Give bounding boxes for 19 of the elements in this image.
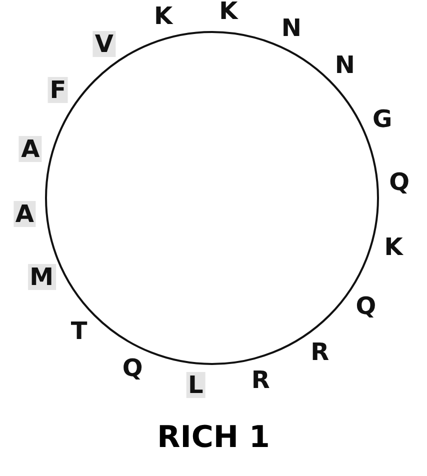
residue-letter: N bbox=[280, 14, 302, 41]
residue-letter: A bbox=[19, 136, 42, 162]
residue-letter: Q bbox=[121, 355, 144, 382]
residue-letter: V bbox=[92, 30, 116, 57]
diagram-title: RICH 1 bbox=[157, 420, 270, 455]
residue-letter: K bbox=[383, 234, 404, 260]
residue-letter: A bbox=[13, 201, 36, 228]
residue-letter: N bbox=[334, 52, 356, 78]
residue-letter: T bbox=[70, 318, 88, 344]
residue-letter: K bbox=[153, 3, 174, 30]
residue-letter: F bbox=[48, 77, 68, 104]
residue-letter: G bbox=[372, 106, 394, 132]
residue-letter: R bbox=[250, 366, 271, 393]
residue-letter: K bbox=[218, 0, 240, 24]
residue-letter: M bbox=[28, 264, 56, 290]
residue-letter: Q bbox=[388, 168, 410, 195]
residue-letter: Q bbox=[354, 292, 378, 319]
residue-letter: L bbox=[186, 372, 206, 398]
residue-letter: R bbox=[310, 339, 330, 365]
